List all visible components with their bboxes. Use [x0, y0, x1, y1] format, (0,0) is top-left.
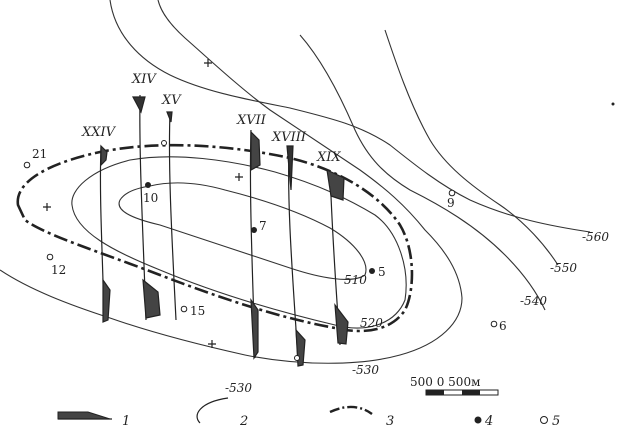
contour-label-560: -560	[582, 230, 609, 244]
legend: 1 -530 2 3 4 5	[57, 381, 560, 429]
legend-label-5: 5	[552, 414, 560, 429]
contour-550	[384, 29, 559, 266]
legend-symbol-profile-graph	[57, 411, 111, 420]
legend-symbol-contour	[196, 397, 229, 424]
profile-graph-xxiv	[100, 144, 108, 167]
well-label-6: 6	[499, 319, 507, 333]
plus-symbol	[208, 340, 216, 348]
profile-graph-xiv	[132, 96, 146, 114]
contour-label-510: 510	[344, 273, 367, 287]
legend-label-1: 1	[122, 414, 130, 429]
profile-label-xiv: XIV	[131, 72, 157, 87]
profile-label-xv: XV	[161, 93, 182, 108]
well-marker-21	[23, 161, 31, 169]
contour-label-550: -550	[550, 261, 577, 275]
well-marker-12	[46, 253, 54, 261]
wells: 21 10 12 7 5 15 9 6	[23, 140, 507, 361]
legend-label-2: 2	[239, 414, 248, 429]
contour-560	[109, 0, 591, 233]
well-marker-5	[369, 268, 375, 274]
well-label-5: 5	[378, 265, 386, 279]
contour-540	[299, 34, 546, 311]
well-label-21: 21	[32, 147, 47, 161]
well-label-9: 9	[447, 196, 455, 210]
profile-label-xvii: XVII	[236, 113, 267, 128]
plus-symbol	[204, 59, 212, 67]
profile-graph-xv	[166, 111, 173, 123]
well-marker-10	[145, 182, 151, 188]
deposit-contour	[16, 143, 414, 333]
profile-graph-xviii	[286, 145, 294, 191]
profile-graph-xiv-low	[142, 278, 161, 319]
profile-graph-xix-low	[334, 303, 349, 345]
profiles	[99, 94, 349, 367]
profile-label-xxiv: XXIV	[81, 125, 117, 140]
contour-530	[0, 0, 463, 364]
contour-labels: 510 520 -530 -540 -550 -560	[344, 230, 609, 377]
scale-label: 500 0 500м	[410, 375, 480, 389]
structure-contours	[0, 0, 591, 364]
well-label-12: 12	[51, 263, 66, 277]
profile-label-xix: XIX	[316, 150, 341, 165]
legend-symbol-deposit-contour	[329, 405, 373, 415]
well-marker-15	[180, 305, 188, 313]
plus-symbol	[235, 173, 243, 181]
scale-bar: 500 0 500м	[410, 375, 499, 396]
profile-line-xv	[168, 111, 177, 321]
plus-symbols	[43, 59, 243, 348]
legend-label-3: 3	[386, 414, 394, 429]
profile-graph-xix	[326, 168, 345, 201]
profile-graph-xxiv-low	[102, 278, 111, 323]
well-label-7: 7	[259, 219, 267, 233]
scale-bar-segment	[462, 390, 480, 395]
well-marker-extra-2	[294, 355, 300, 361]
contour-label-530: -530	[352, 363, 379, 377]
plus-symbol	[43, 203, 51, 211]
contour-510	[118, 182, 367, 280]
contour-520	[71, 156, 407, 329]
contour-label-540: -540	[520, 294, 547, 308]
well-label-15: 15	[190, 304, 205, 318]
legend-sample-contour: -530	[225, 381, 252, 395]
legend-symbol-open-well	[540, 416, 548, 424]
legend-label-4: 4	[484, 414, 493, 429]
scale-bar-segment	[426, 390, 444, 395]
well-marker-9	[448, 189, 456, 197]
legend-symbol-solid-well	[474, 416, 482, 424]
profile-graph-xvii-low	[250, 297, 259, 360]
well-marker-6	[490, 320, 498, 328]
profile-labels: XXIV XIV XV XVII XVIII XIX	[81, 72, 341, 165]
well-marker-extra-1	[161, 140, 167, 146]
profile-graph-xvii	[250, 130, 261, 172]
speck-mark	[611, 102, 615, 106]
well-marker-7	[251, 227, 257, 233]
contour-label-520: 520	[360, 316, 383, 330]
well-label-10: 10	[143, 191, 158, 205]
profile-label-xviii: XVIII	[271, 130, 307, 145]
